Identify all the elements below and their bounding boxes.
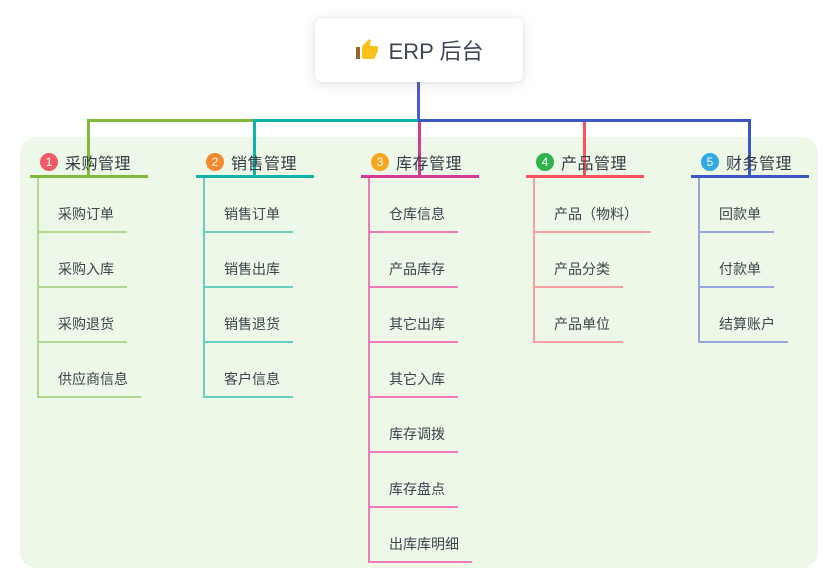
branch-3-item-3: 其它出库 — [370, 288, 479, 343]
branch-5-item-1-topic[interactable]: 回款单 — [700, 204, 774, 233]
root-topic[interactable]: ERP 后台 — [315, 18, 523, 82]
branch-4-item-2: 产品分类 — [535, 233, 651, 288]
branch-1-topic[interactable]: 1 采购管理 — [30, 149, 148, 178]
branch-1-item-4: 供应商信息 — [39, 343, 148, 398]
branch-5: 5 财务管理回款单付款单结算账户 — [691, 149, 809, 343]
branch-1-item-3: 采购退货 — [39, 288, 148, 343]
connector-root-stem — [417, 82, 420, 122]
root-topic-label: ERP 后台 — [388, 39, 484, 64]
branch-3-subtree: 仓库信息产品库存其它出库其它入库库存调拨库存盘点出库库明细 — [368, 178, 479, 563]
connector-drop-1 — [87, 119, 90, 178]
branch-5-label: 财务管理 — [726, 156, 793, 173]
branch-1: 1 采购管理采购订单采购入库采购退货供应商信息 — [30, 149, 148, 398]
branch-4-label: 产品管理 — [561, 156, 628, 173]
branch-2: 2 销售管理销售订单销售出库销售退货客户信息 — [196, 149, 314, 398]
branch-5-number-badge: 5 — [701, 153, 719, 171]
branch-3-item-2-topic[interactable]: 产品库存 — [370, 259, 458, 288]
branch-3-item-5-topic[interactable]: 库存调拨 — [370, 424, 458, 453]
branch-3-topic[interactable]: 3 库存管理 — [361, 149, 479, 178]
branch-3-item-6: 库存盘点 — [370, 453, 479, 508]
branch-1-item-3-topic[interactable]: 采购退货 — [39, 314, 127, 343]
connector-drop-2 — [253, 119, 256, 178]
branch-1-item-4-topic[interactable]: 供应商信息 — [39, 369, 141, 398]
branch-3-item-4-topic[interactable]: 其它入库 — [370, 369, 458, 398]
branch-2-item-3-topic[interactable]: 销售退货 — [205, 314, 293, 343]
branch-1-item-2: 采购入库 — [39, 233, 148, 288]
branch-2-item-1: 销售订单 — [205, 178, 314, 233]
branch-5-subtree: 回款单付款单结算账户 — [698, 178, 809, 343]
branch-5-item-3-topic[interactable]: 结算账户 — [700, 314, 788, 343]
branch-1-item-1: 采购订单 — [39, 178, 148, 233]
branch-5-item-2-topic[interactable]: 付款单 — [700, 259, 774, 288]
branch-1-item-2-topic[interactable]: 采购入库 — [39, 259, 127, 288]
branch-3-item-2: 产品库存 — [370, 233, 479, 288]
branch-4-item-1: 产品（物料） — [535, 178, 651, 233]
branch-2-number-badge: 2 — [206, 153, 224, 171]
branch-4-item-3-topic[interactable]: 产品单位 — [535, 314, 623, 343]
branch-4-item-3: 产品单位 — [535, 288, 651, 343]
connector-bus-left — [87, 119, 254, 122]
branch-3-item-3-topic[interactable]: 其它出库 — [370, 314, 458, 343]
branch-2-topic[interactable]: 2 销售管理 — [196, 149, 314, 178]
branch-4-item-1-topic[interactable]: 产品（物料） — [535, 204, 651, 233]
branch-2-item-2: 销售出库 — [205, 233, 314, 288]
branch-2-item-4-topic[interactable]: 客户信息 — [205, 369, 293, 398]
branch-2-label: 销售管理 — [231, 156, 298, 173]
branch-4-item-2-topic[interactable]: 产品分类 — [535, 259, 623, 288]
branch-4: 4 产品管理产品（物料） 产品分类产品单位 — [526, 149, 651, 343]
branch-2-item-1-topic[interactable]: 销售订单 — [205, 204, 293, 233]
connector-bus-right — [418, 119, 751, 122]
branch-4-number-badge: 4 — [536, 153, 554, 171]
branch-4-subtree: 产品（物料） 产品分类产品单位 — [533, 178, 651, 343]
branch-3-item-7-topic[interactable]: 出库库明细 — [370, 534, 472, 563]
connector-bus-mid — [253, 119, 419, 122]
branch-1-subtree: 采购订单采购入库采购退货供应商信息 — [37, 178, 148, 398]
connector-drop-4 — [583, 119, 586, 178]
branch-2-item-3: 销售退货 — [205, 288, 314, 343]
branch-3-item-7: 出库库明细 — [370, 508, 479, 563]
thumbs-up-icon — [355, 38, 379, 62]
branch-3-label: 库存管理 — [396, 156, 463, 173]
branch-3-item-1: 仓库信息 — [370, 178, 479, 233]
branch-1-item-1-topic[interactable]: 采购订单 — [39, 204, 127, 233]
branch-2-subtree: 销售订单销售出库销售退货客户信息 — [203, 178, 314, 398]
branch-3-number-badge: 3 — [371, 153, 389, 171]
branch-3-item-1-topic[interactable]: 仓库信息 — [370, 204, 458, 233]
connector-drop-3 — [418, 119, 421, 178]
branch-2-item-4: 客户信息 — [205, 343, 314, 398]
branch-2-item-2-topic[interactable]: 销售出库 — [205, 259, 293, 288]
branch-5-item-3: 结算账户 — [700, 288, 809, 343]
branch-5-topic[interactable]: 5 财务管理 — [691, 149, 809, 178]
branch-4-topic[interactable]: 4 产品管理 — [526, 149, 644, 178]
branch-3-item-4: 其它入库 — [370, 343, 479, 398]
branch-1-label: 采购管理 — [65, 156, 132, 173]
branches-panel — [20, 137, 818, 568]
branch-3-item-5: 库存调拨 — [370, 398, 479, 453]
branch-3: 3 库存管理仓库信息产品库存其它出库其它入库库存调拨库存盘点出库库明细 — [361, 149, 479, 563]
branch-1-number-badge: 1 — [40, 153, 58, 171]
connector-drop-5 — [748, 119, 751, 178]
branch-5-item-2: 付款单 — [700, 233, 809, 288]
branch-5-item-1: 回款单 — [700, 178, 809, 233]
branch-3-item-6-topic[interactable]: 库存盘点 — [370, 479, 458, 508]
